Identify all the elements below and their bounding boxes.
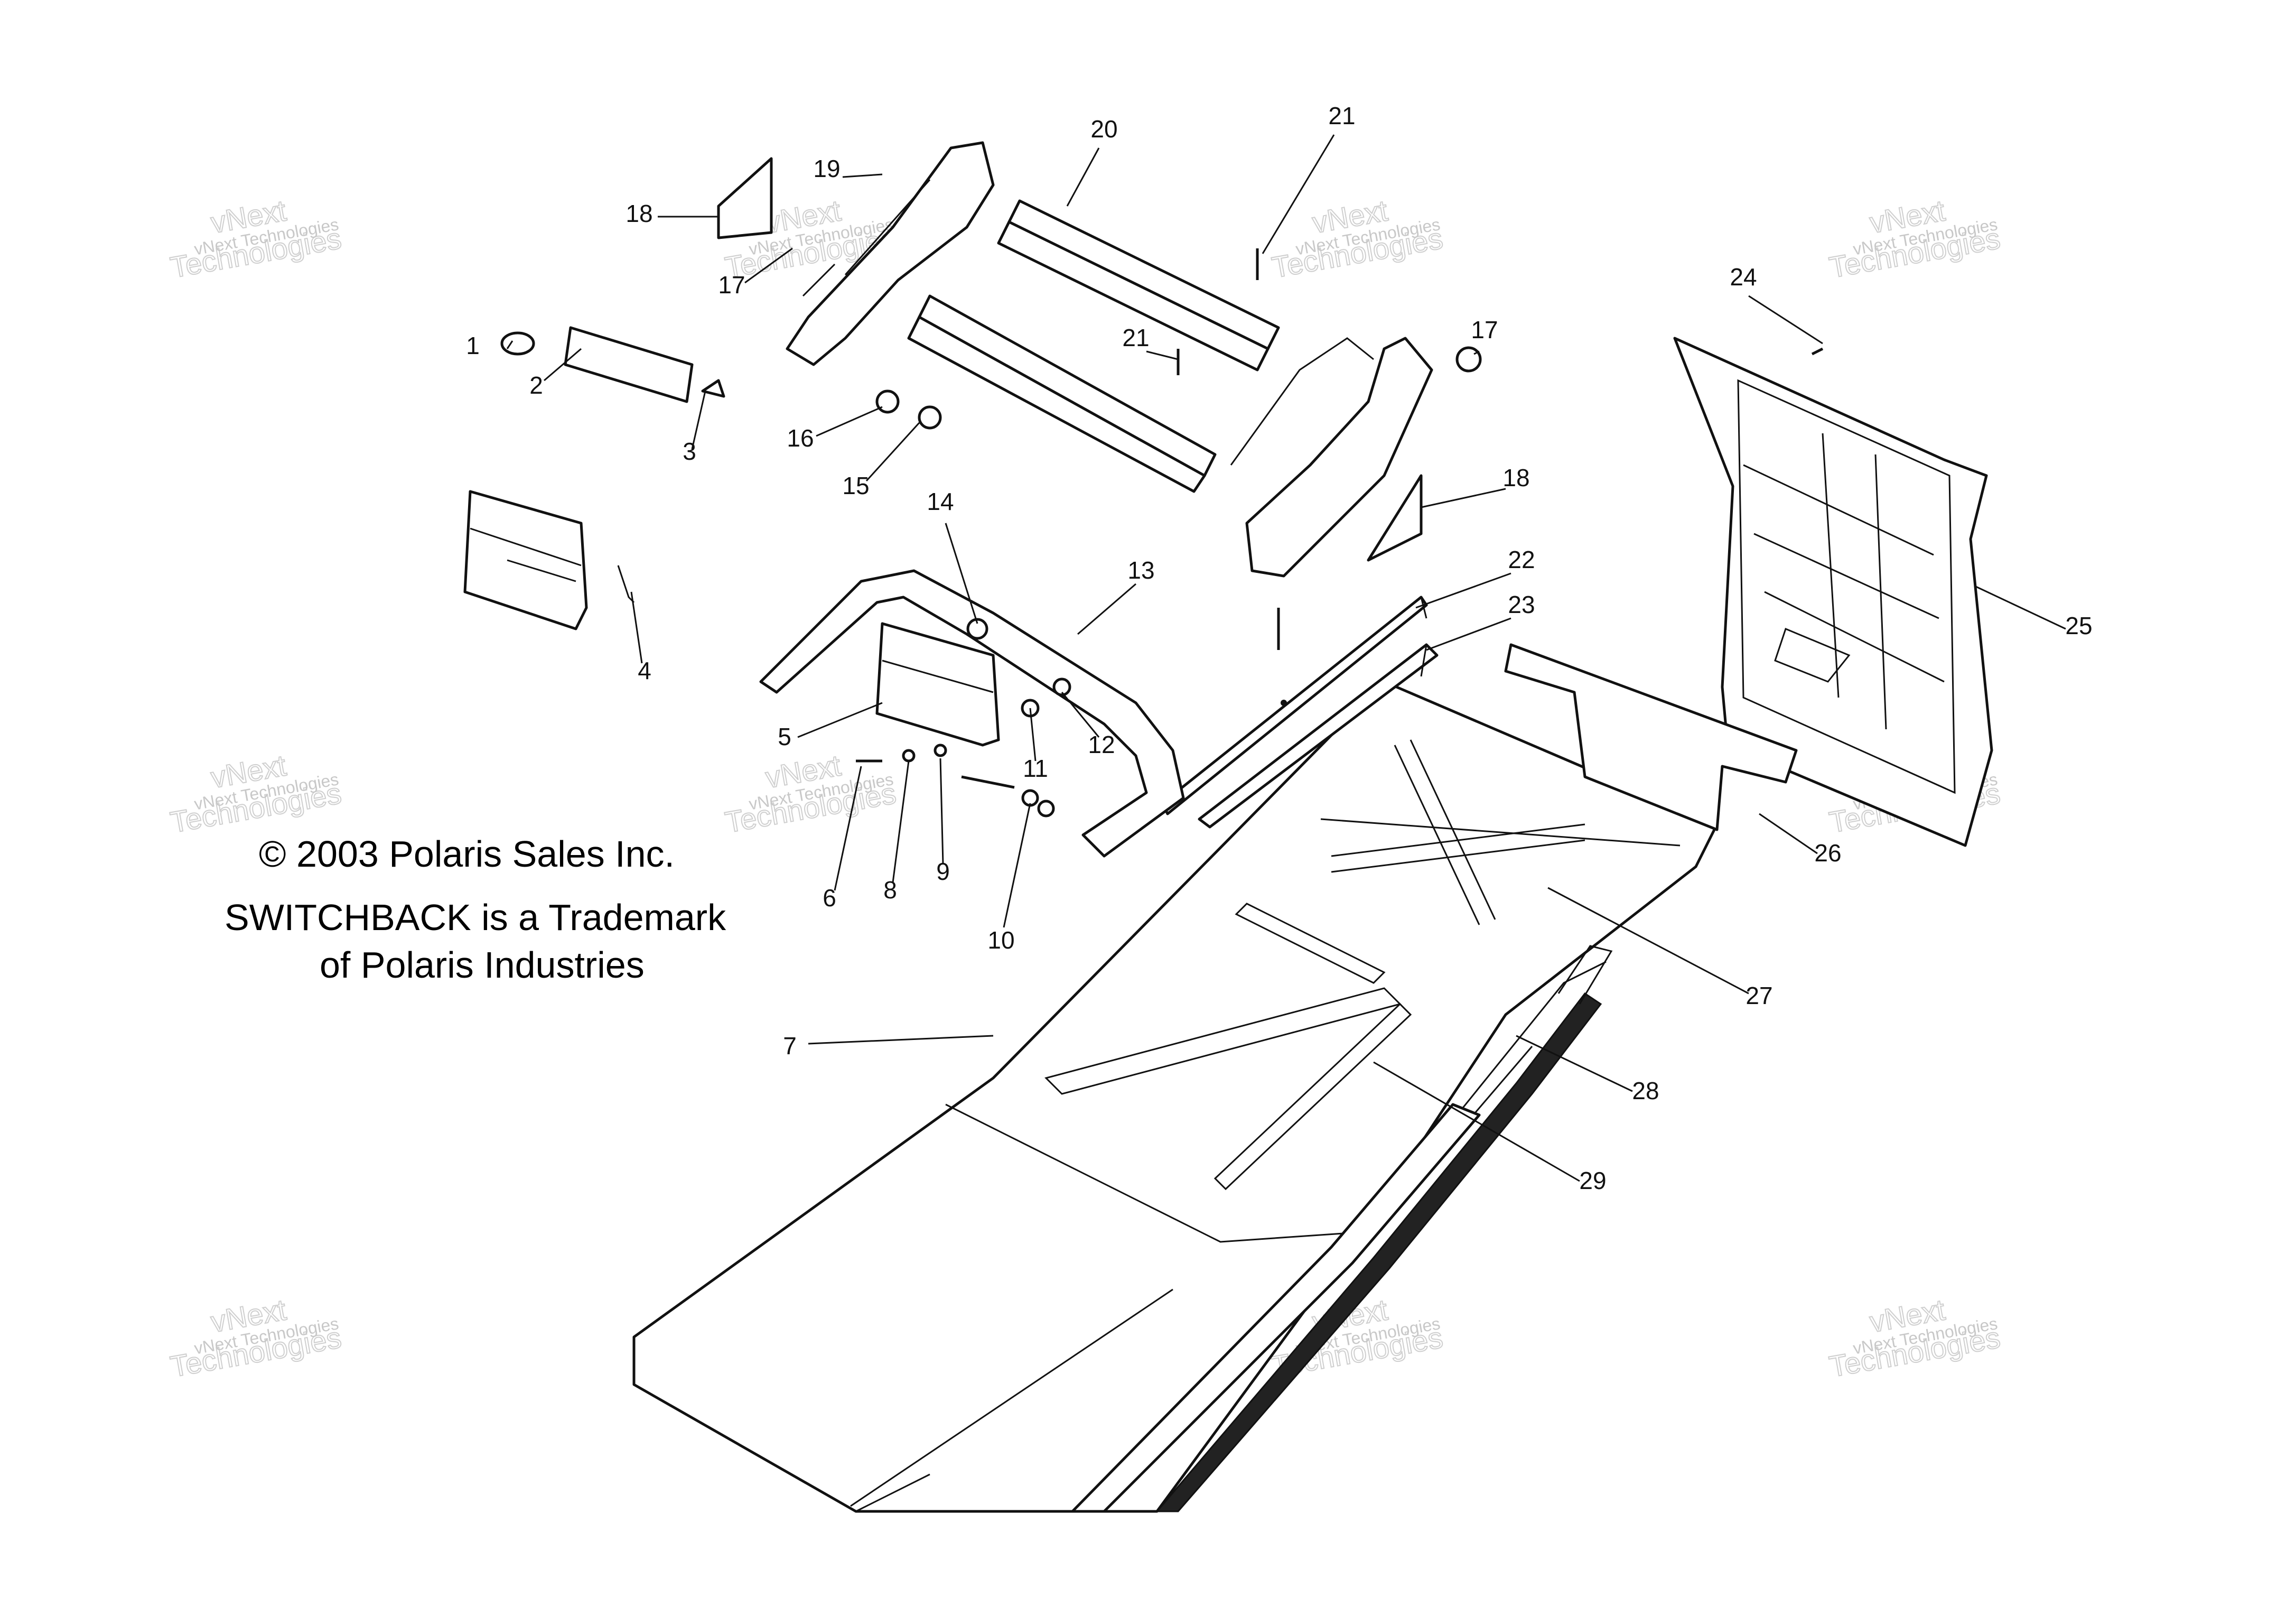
callout-leader-16	[816, 406, 883, 437]
callout-label-13: 13	[1127, 556, 1154, 584]
callout-label-18: 18	[626, 200, 652, 227]
callout-leader-27	[1547, 887, 1749, 995]
callout-label-15: 15	[842, 472, 869, 499]
callout-leader-19	[842, 173, 883, 178]
callout-leader-1	[506, 340, 514, 349]
callout-label-22: 22	[1508, 546, 1535, 573]
taillight-upper	[463, 326, 725, 630]
callout-label-14: 14	[927, 488, 954, 515]
callout-label-9: 9	[936, 858, 950, 885]
callout-leader-12	[1061, 692, 1100, 738]
callout-leader-6	[834, 766, 862, 891]
callout-leader-17	[1473, 350, 1480, 355]
callout-label-28: 28	[1632, 1077, 1659, 1104]
callout-leader-20	[1066, 147, 1100, 207]
callout-leader-13	[1077, 583, 1136, 635]
callout-leader-7	[808, 1035, 994, 1045]
callout-label-3: 3	[683, 438, 696, 465]
callout-label-10: 10	[987, 926, 1014, 954]
snowflap	[1673, 337, 1993, 847]
callout-label-12: 12	[1088, 731, 1115, 758]
callout-label-24: 24	[1730, 263, 1757, 291]
callout-leader-4	[630, 591, 643, 664]
taillight-lower	[875, 622, 1000, 747]
callout-leader-21	[1262, 134, 1335, 254]
deck-cross-brace	[1320, 739, 1681, 925]
callout-label-27: 27	[1746, 982, 1772, 1009]
callout-leader-15	[865, 422, 920, 482]
callout-label-8: 8	[883, 876, 897, 904]
grab-handle-right	[1230, 337, 1433, 578]
callout-leader-9	[939, 758, 944, 865]
callout-leader-10	[1003, 803, 1031, 928]
callout-label-29: 29	[1579, 1167, 1606, 1194]
callout-label-6: 6	[823, 884, 836, 912]
callout-leader-21	[1146, 350, 1179, 360]
callout-label-4: 4	[638, 657, 651, 684]
callout-label-25: 25	[2065, 612, 2092, 639]
callout-leader-29	[1373, 1061, 1580, 1182]
callout-leader-18	[1421, 488, 1506, 508]
callout-leader-28	[1516, 1035, 1633, 1092]
callout-leader-17	[744, 247, 793, 284]
copyright-text: © 2003 Polaris Sales Inc.	[259, 833, 675, 875]
callout-label-5: 5	[778, 723, 791, 750]
callout-leader-26	[1759, 813, 1818, 855]
callout-label-1: 1	[466, 332, 480, 359]
callout-leader-22	[1415, 572, 1511, 609]
callout-leader-5	[797, 702, 883, 738]
callout-label-17: 17	[1471, 316, 1498, 343]
decals	[717, 157, 1423, 562]
trademark-line-2: of Polaris Industries	[320, 944, 645, 986]
callout-leader-25	[1975, 586, 2066, 630]
callout-leader-2	[544, 348, 582, 382]
flap-bracket	[1504, 643, 1798, 831]
callout-label-16: 16	[787, 424, 814, 452]
tunnel-body	[632, 680, 1719, 1513]
callout-label-18: 18	[1502, 464, 1529, 491]
callout-leader-3	[691, 391, 706, 450]
callout-label-11: 11	[1023, 755, 1048, 782]
callout-leader-11	[1029, 708, 1037, 761]
grab-handle-left	[786, 141, 995, 366]
callout-leader-14	[945, 523, 978, 624]
caption: © 2003 Polaris Sales Inc. SWITCHBACK is …	[225, 833, 726, 986]
trademark-line-1: SWITCHBACK is a Trademark	[225, 897, 726, 938]
callout-label-21: 21	[1122, 324, 1149, 351]
callout-label-7: 7	[783, 1032, 797, 1060]
callout-label-21: 21	[1328, 102, 1355, 129]
running-board	[1071, 945, 1613, 1513]
callout-label-26: 26	[1814, 839, 1841, 867]
callout-label-17: 17	[718, 271, 745, 299]
callout-label-2: 2	[529, 372, 543, 399]
callout-leader-8	[892, 760, 910, 883]
callout-leader-24	[1748, 295, 1823, 345]
callout-leader-23	[1426, 617, 1511, 651]
rack-bar-lower	[907, 294, 1217, 493]
callout-label-20: 20	[1090, 115, 1117, 143]
rack-bar-upper	[997, 199, 1280, 372]
callout-label-23: 23	[1508, 591, 1535, 618]
callout-label-19: 19	[813, 155, 840, 182]
